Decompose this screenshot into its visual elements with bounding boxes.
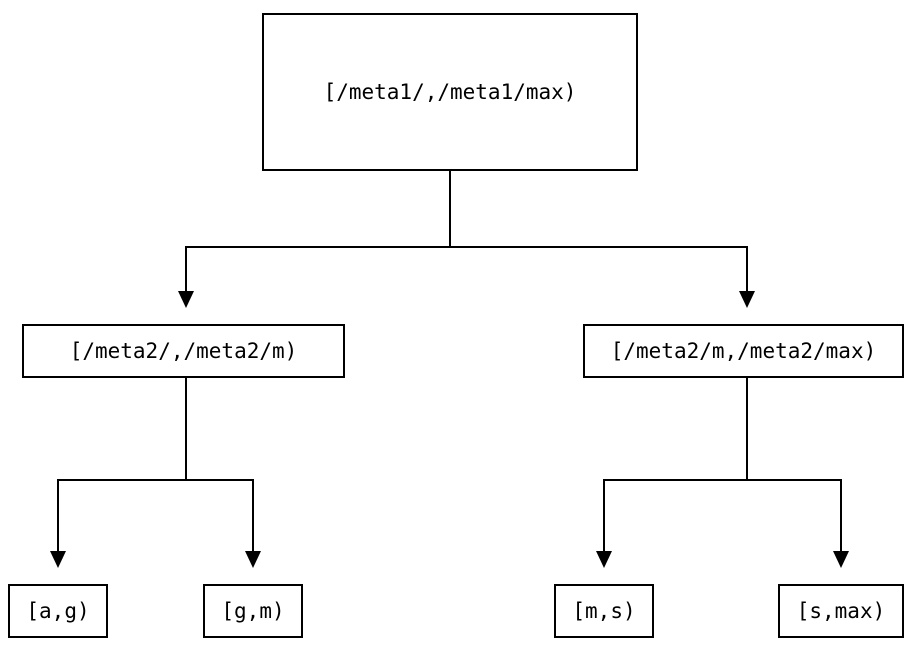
arrowhead bbox=[833, 551, 849, 568]
node-label: [/meta1/,/meta1/max) bbox=[323, 80, 577, 104]
node-label: [s,max) bbox=[796, 599, 886, 623]
arrowhead bbox=[739, 291, 755, 308]
edge-meta2-low-to-children bbox=[50, 378, 261, 568]
node-leaf-a-g: [a,g) bbox=[8, 584, 108, 638]
node-label: [/meta2/m,/meta2/max) bbox=[610, 339, 877, 363]
node-label: [g,m) bbox=[221, 599, 285, 623]
node-root: [/meta1/,/meta1/max) bbox=[262, 13, 638, 171]
edge-line bbox=[185, 246, 748, 293]
node-leaf-g-m: [g,m) bbox=[203, 584, 303, 638]
node-leaf-m-s: [m,s) bbox=[554, 584, 654, 638]
node-label: [m,s) bbox=[572, 599, 636, 623]
node-label: [/meta2/,/meta2/m) bbox=[69, 339, 298, 363]
node-label: [a,g) bbox=[26, 599, 90, 623]
node-leaf-s-max: [s,max) bbox=[778, 584, 904, 638]
node-meta2-low: [/meta2/,/meta2/m) bbox=[22, 324, 345, 378]
edge-line bbox=[603, 479, 842, 552]
arrowhead bbox=[596, 551, 612, 568]
edge-line bbox=[57, 479, 254, 552]
arrowhead bbox=[178, 291, 194, 308]
edge-root-to-children bbox=[178, 171, 755, 308]
arrowhead bbox=[245, 551, 261, 568]
edge-meta2-high-to-children bbox=[596, 378, 849, 568]
node-meta2-high: [/meta2/m,/meta2/max) bbox=[583, 324, 904, 378]
arrowhead bbox=[50, 551, 66, 568]
